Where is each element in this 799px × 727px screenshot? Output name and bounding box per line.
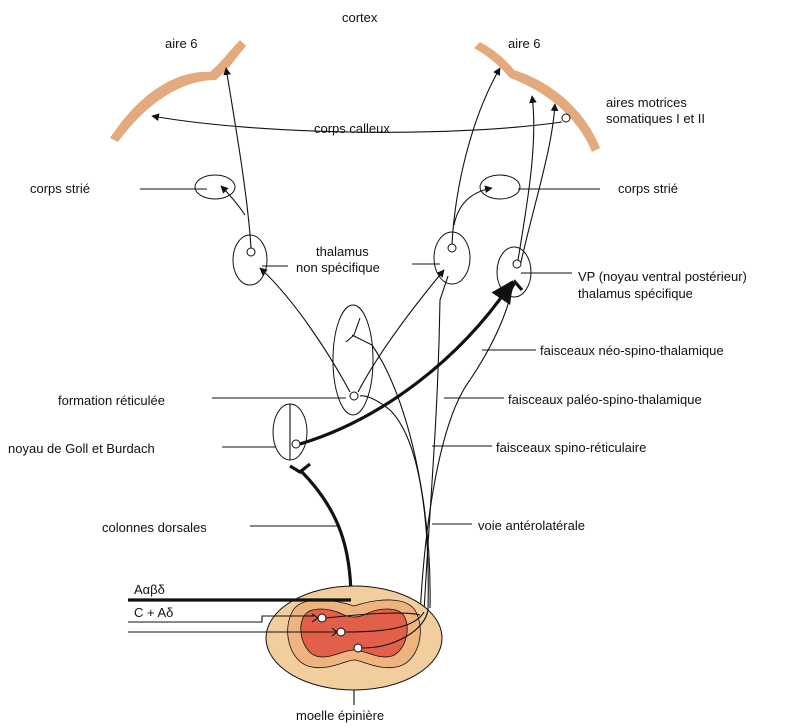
reticular-neuron bbox=[350, 392, 358, 400]
goll-burdach-label: noyau de Goll et Burdach bbox=[8, 441, 155, 456]
neo-spino-label: faisceaux néo-spino-thalamique bbox=[540, 343, 724, 358]
vp-neuron bbox=[513, 260, 521, 268]
vp-to-motor-areas-2 bbox=[521, 104, 555, 262]
thalamus-label-1: thalamus bbox=[316, 244, 369, 259]
colonnes-dorsales-label: colonnes dorsales bbox=[102, 520, 207, 535]
aire6-right-label: aire 6 bbox=[508, 36, 541, 51]
thalamus-middle-to-aire6 bbox=[452, 68, 500, 244]
aires-motrices-label-1: aires motrices bbox=[606, 95, 687, 110]
dorsal-horn-neuron-1 bbox=[318, 614, 326, 622]
dorsal-horn-neuron-3 bbox=[354, 644, 362, 652]
dorsal-column-terminal bbox=[290, 464, 310, 472]
spino-reticulaire-label: faisceaux spino-réticulaire bbox=[496, 440, 646, 455]
spino-reticular-fiber bbox=[360, 396, 428, 610]
cortex-left-band bbox=[110, 40, 246, 142]
voie-anterolaterale-label: voie antérolatérale bbox=[478, 518, 585, 533]
vp-label-2: thalamus spécifique bbox=[578, 286, 693, 301]
cortex-right-band bbox=[474, 42, 600, 152]
corps-strie-right-label: corps strié bbox=[618, 181, 678, 196]
motor-area-neuron bbox=[562, 114, 570, 122]
corps-strie-left-label: corps strié bbox=[30, 181, 90, 196]
cortex-label: cortex bbox=[342, 10, 378, 25]
dorsal-column-fiber bbox=[300, 470, 351, 600]
thalamus-left bbox=[233, 235, 267, 285]
moelle-epiniere-label: moelle épinière bbox=[296, 708, 384, 723]
vp-label-1: VP (noyau ventral postérieur) bbox=[578, 269, 747, 284]
thalamus-left-neuron bbox=[247, 248, 255, 256]
thalamus-middle-neuron bbox=[448, 244, 456, 252]
vp-thalamus bbox=[497, 247, 531, 297]
goll-burdach-neuron bbox=[292, 440, 300, 448]
formation-reticulee-label: formation réticulée bbox=[58, 393, 165, 408]
aires-motrices-label-2: somatiques I et II bbox=[606, 111, 705, 126]
corps-strie-right bbox=[480, 175, 520, 199]
corps-calleux-label: corps calleux bbox=[314, 121, 390, 136]
c-a-delta-label: C + Aδ bbox=[134, 605, 173, 620]
thalamus-left-to-aire6 bbox=[226, 68, 251, 248]
aire6-left-label: aire 6 bbox=[165, 36, 198, 51]
a-alpha-beta-delta-label: Aαβδ bbox=[134, 582, 165, 597]
thalamus-label-2: non spécifique bbox=[296, 260, 380, 275]
corps-strie-left bbox=[195, 175, 235, 199]
vp-to-motor-areas-1 bbox=[518, 96, 534, 260]
paleo-spino-label: faisceaux paléo-spino-thalamique bbox=[508, 392, 702, 407]
dorsal-horn-neuron-2 bbox=[337, 628, 345, 636]
